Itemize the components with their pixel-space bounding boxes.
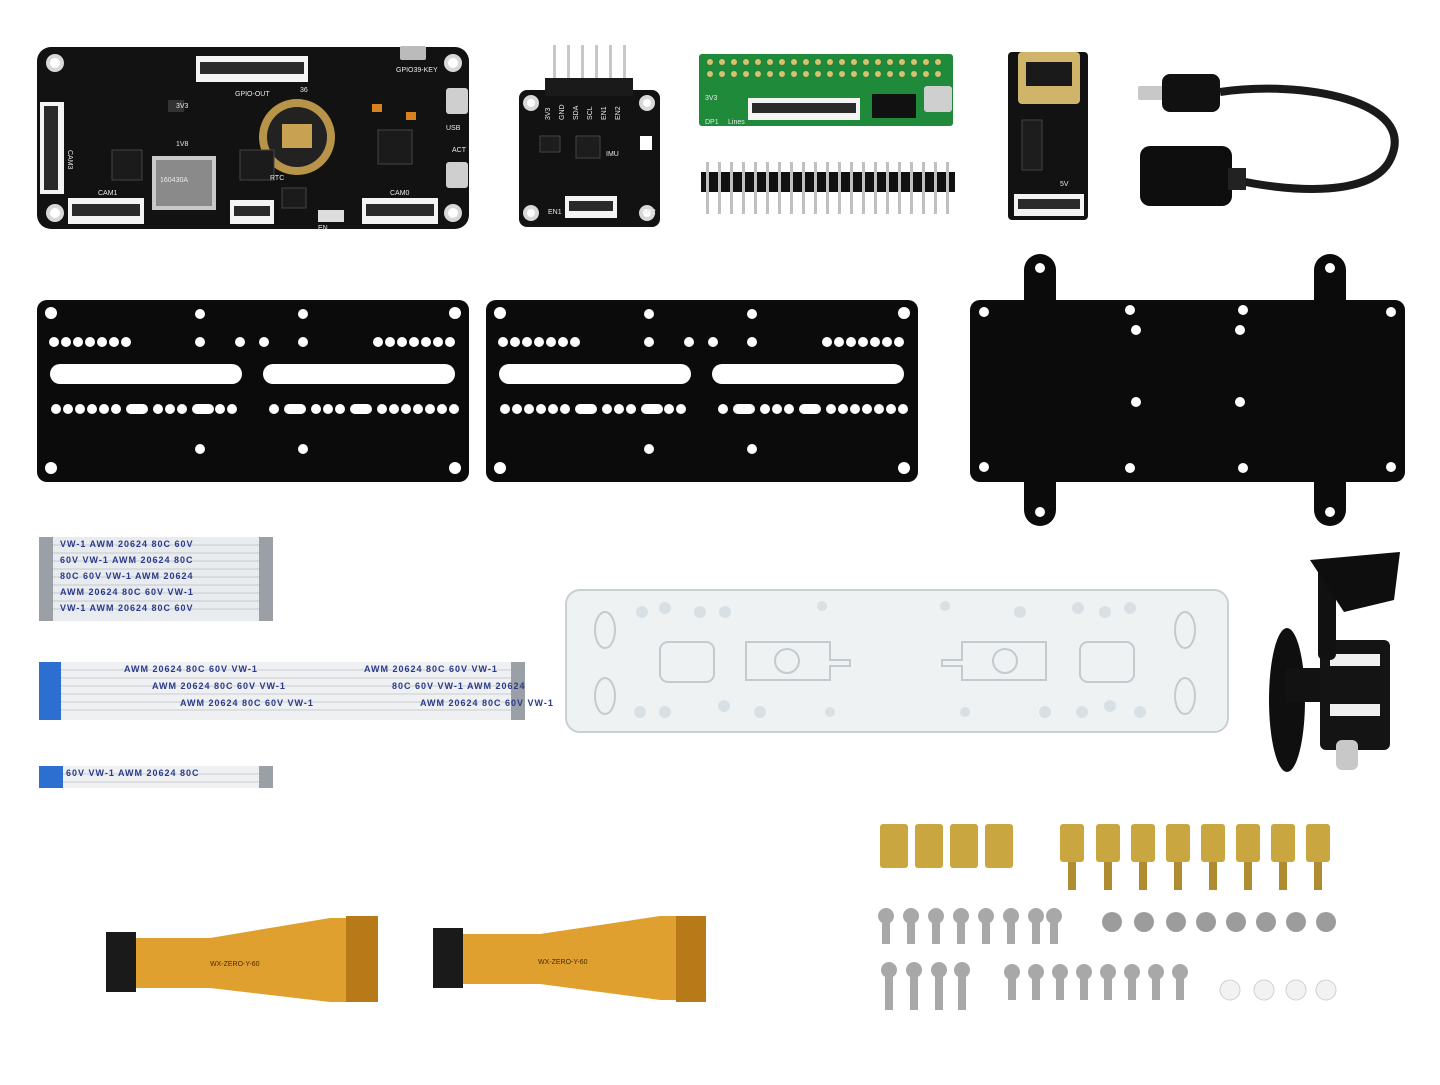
ffc2-text-3: AWM 20624 80C 60V VW-1 <box>152 681 286 691</box>
ffc2-text-5: AWM 20624 80C 60V VW-1 <box>180 698 314 708</box>
label-adapter-dp1: DP1 <box>705 119 719 126</box>
hex-nuts <box>1102 912 1336 932</box>
brass-standoffs-long <box>1060 824 1330 890</box>
label-gpio-out: GPIO-OUT <box>235 91 270 98</box>
nylon-nuts <box>1219 979 1337 1001</box>
mount-plate-middle <box>486 300 918 482</box>
ffc1-text-2: 60V VW-1 AWM 20624 80C <box>60 555 194 565</box>
label-act: ACT <box>452 147 467 154</box>
usb-otg-cable <box>1138 74 1399 206</box>
pin-en2: EN2 <box>615 106 622 120</box>
ffc2-text-2: AWM 20624 80C 60V VW-1 <box>364 664 498 674</box>
label-usb: USB <box>446 125 461 132</box>
label-en: EN <box>318 225 328 232</box>
ffc2-text-4: 80C 60V VW-1 AWM 20624 <box>392 681 526 691</box>
ffc-cable-long-blue: AWM 20624 80C 60V VW-1 AWM 20624 80C 60V… <box>39 662 554 720</box>
imu-board: 3V3 GND SDA SCL EN1 EN2 IMU EN1 EN2 <box>519 45 660 227</box>
label-1v8: 1V8 <box>176 141 189 148</box>
pin-scl: SCL <box>587 106 594 120</box>
pin-header-strip <box>701 162 955 214</box>
pin-3v3: 3V3 <box>545 107 552 120</box>
mount-plate-left <box>37 300 469 482</box>
label-cam1: CAM1 <box>98 190 118 197</box>
ffc1-text-1: VW-1 AWM 20624 80C 60V <box>60 539 194 549</box>
screws-row-2-short <box>1004 964 1188 1000</box>
pin-sda: SDA <box>573 105 580 120</box>
ffc1-text-3: 80C 60V VW-1 AWM 20624 <box>60 571 194 581</box>
label-imu: IMU <box>606 151 619 158</box>
fpc-left-label: WX-ZERO-Y-60 <box>210 961 260 968</box>
fpc-adapter-right: WX-ZERO-Y-60 <box>433 916 706 1002</box>
gpio-adapter-board: 3V3 DP1 Lines <box>699 54 953 126</box>
pin-gnd: GND <box>559 104 566 120</box>
hdmi-adapter-board: 5V <box>1008 52 1088 220</box>
label-3v3: 3V3 <box>176 103 189 110</box>
screws-row-1 <box>878 908 1062 944</box>
label-gpio39-key: GPIO39-KEY <box>396 67 438 74</box>
label-hdmi-5v: 5V <box>1060 181 1069 188</box>
ffc1-text-4: AWM 20624 80C 60V VW-1 <box>60 587 194 597</box>
pin-en1: EN1 <box>601 106 608 120</box>
ffc-cable-short-gray: VW-1 AWM 20624 80C 60V 60V VW-1 AWM 2062… <box>39 537 273 621</box>
fpc-right-label: WX-ZERO-Y-60 <box>538 959 588 966</box>
main-camera-board: GPIO39-KEY GPIO-OUT 36 3V3 1V8 USB ACT C… <box>37 46 469 232</box>
label-en1: EN1 <box>548 209 562 216</box>
label-sd-code: 160430A <box>160 177 188 184</box>
label-adapter-3v3: 3V3 <box>705 95 718 102</box>
ffc-cable-mini-blue: 60V VW-1 AWM 20624 80C <box>39 766 273 788</box>
acrylic-base-plate <box>565 589 1229 733</box>
mount-plate-right <box>970 254 1405 526</box>
label-en2: EN2 <box>642 209 656 216</box>
label-36: 36 <box>300 87 308 94</box>
label-cam0: CAM0 <box>390 190 410 197</box>
ffc2-text-1: AWM 20624 80C 60V VW-1 <box>124 664 258 674</box>
ffc2-text-6: AWM 20624 80C 60V VW-1 <box>420 698 554 708</box>
tripod-mount-adapter <box>1269 552 1400 772</box>
fpc-adapter-left: WX-ZERO-Y-60 <box>106 916 378 1002</box>
label-cam3: CAM3 <box>66 150 73 170</box>
label-rtc: RTC <box>270 175 284 182</box>
brass-standoffs-short <box>880 824 1013 868</box>
ffc1-text-5: VW-1 AWM 20624 80C 60V <box>60 603 194 613</box>
adapter-pads <box>707 59 941 77</box>
label-adapter-lines: Lines <box>728 119 745 126</box>
screws-row-2-long <box>881 962 970 1010</box>
ffc3-text-1: 60V VW-1 AWM 20624 80C <box>66 768 200 778</box>
